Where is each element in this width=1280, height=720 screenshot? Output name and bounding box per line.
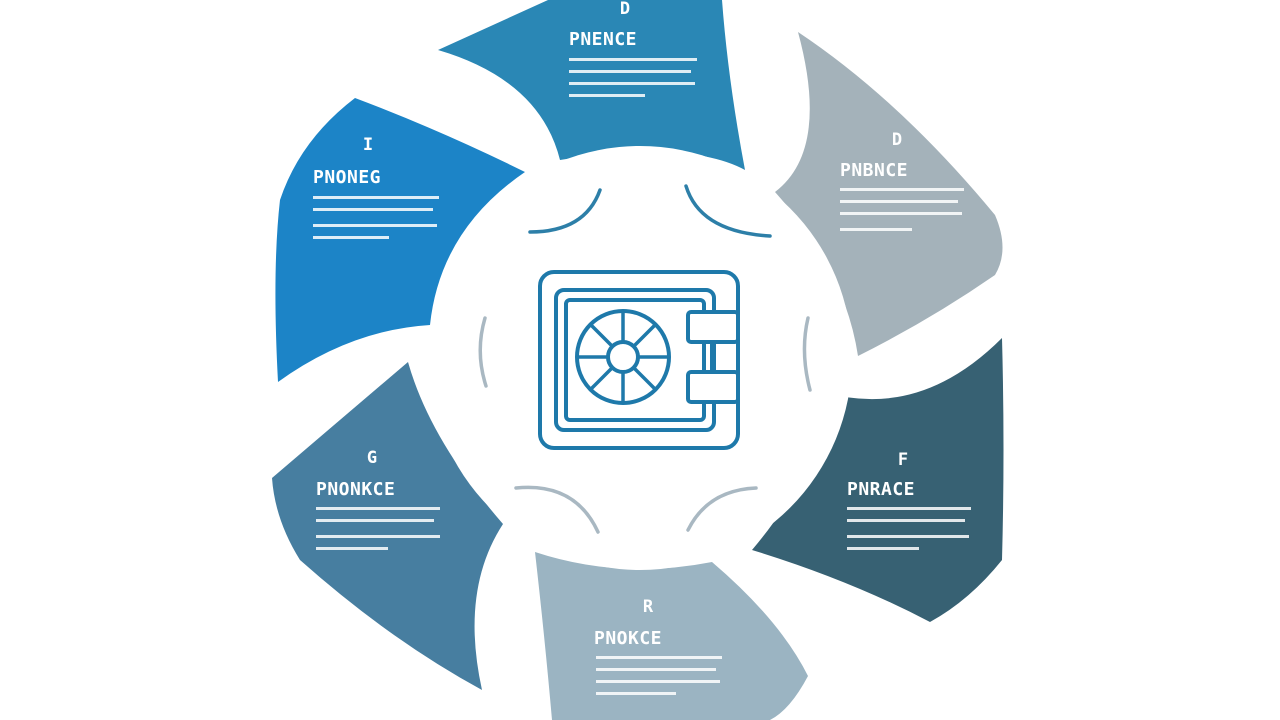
segment-top-right-body-text — [840, 188, 964, 231]
segment-bottom-number: R — [643, 597, 654, 617]
segment-top-left-shape — [275, 98, 525, 382]
safe-hinge-bottom — [686, 370, 740, 404]
arc-right — [802, 316, 812, 392]
segment-bottom-right-title: PNRACE — [847, 479, 915, 500]
segment-top-left-number: I — [363, 135, 373, 155]
segment-top-left-title: PNONEG — [313, 167, 381, 188]
hub-decorative-arcs — [478, 184, 812, 534]
safe-hinge-top — [686, 310, 740, 344]
safe-outer-body — [538, 270, 740, 450]
segment-top: D PNENCE — [438, 0, 745, 170]
segment-bottom-right-number: F — [898, 450, 908, 470]
segment-bottom-left-body-text — [316, 507, 440, 550]
arc-bottom-left — [514, 485, 600, 534]
arc-top-right — [684, 184, 772, 238]
segment-top-left-body-text — [313, 196, 439, 239]
segment-bottom-title: PNOKCE — [594, 628, 662, 649]
segment-bottom-left-shape — [272, 362, 503, 690]
segment-top-right-title: PNBNCE — [840, 160, 908, 181]
segment-bottom-right: F PNRACE — [752, 338, 1004, 622]
segment-bottom-body-text — [596, 656, 722, 695]
arc-left — [478, 316, 488, 388]
segment-bottom: R PNOKCE — [535, 552, 808, 720]
safe-inner-panel — [564, 298, 706, 422]
safe-dial-spokes — [577, 311, 669, 403]
safe-vault-icon — [538, 270, 740, 450]
segment-bottom-left: G PNONKCE — [272, 362, 503, 690]
segment-top-right: D PNBNCE — [775, 32, 1003, 356]
segment-top-right-number: D — [892, 130, 902, 150]
segment-bottom-right-shape — [752, 338, 1004, 622]
segment-top-title: PNENCE — [569, 29, 637, 50]
arc-bottom-right — [686, 486, 758, 532]
segment-top-right-shape — [775, 32, 1003, 356]
arc-top-left — [528, 188, 602, 234]
segment-top-body-text — [569, 58, 697, 97]
segment-bottom-shape — [535, 552, 808, 720]
segment-bottom-right-body-text — [847, 507, 971, 550]
segment-top-number: D — [620, 0, 630, 19]
segment-bottom-left-number: G — [367, 448, 377, 468]
segment-top-left: I PNONEG — [275, 98, 525, 382]
segment-bottom-left-title: PNONKCE — [316, 479, 395, 500]
